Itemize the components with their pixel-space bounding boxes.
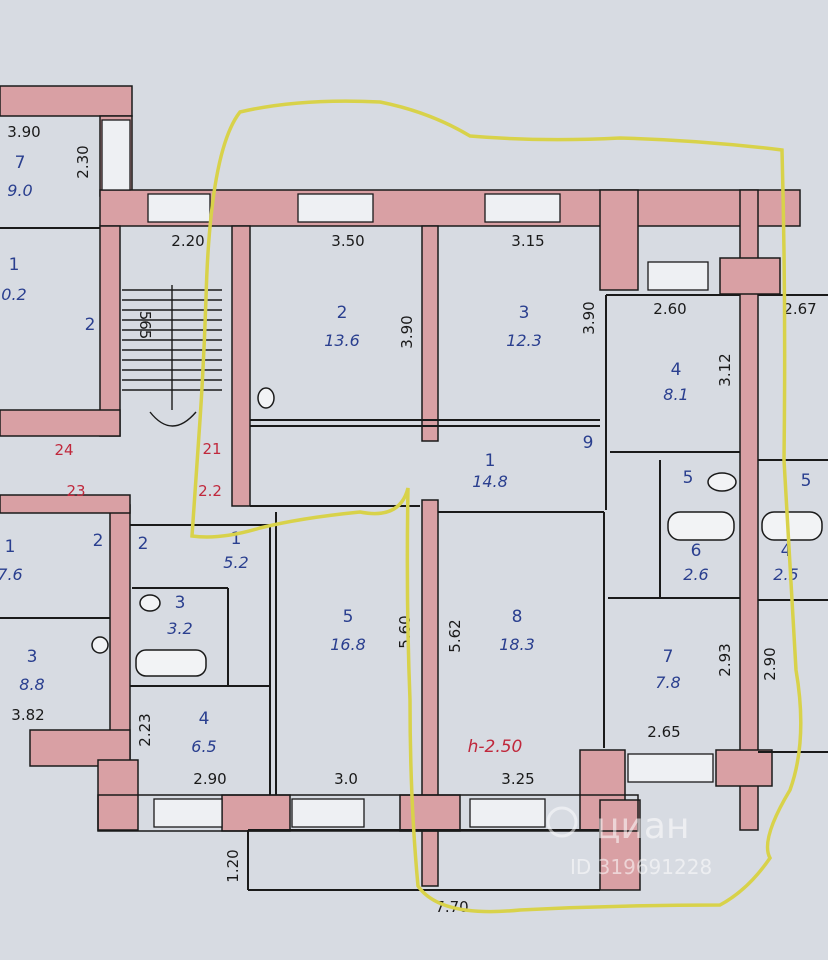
- walls: [0, 85, 801, 891]
- mid-room-1-number: 1: [231, 529, 242, 549]
- left-room-2b-number: 2: [93, 531, 104, 551]
- mark-2-2: 2.2: [198, 482, 222, 500]
- room-1-area: 14.8: [472, 472, 508, 491]
- sink-icon-2: [91, 636, 109, 654]
- dim-2-67: 2.67: [783, 300, 816, 318]
- room-5-number: 5: [343, 607, 354, 627]
- mark-24: 24: [54, 441, 73, 459]
- mark-21: 21: [202, 440, 221, 458]
- dim-2-65: 2.65: [647, 723, 680, 741]
- room-8-number: 8: [512, 607, 523, 627]
- room-2-number: 2: [337, 303, 348, 323]
- room-7-area: 7.8: [655, 673, 680, 692]
- windows: [101, 119, 714, 828]
- room-1-number: 1: [485, 451, 496, 471]
- right-room-4-number: 4: [781, 541, 792, 561]
- dim-3-82: 3.82: [11, 706, 44, 724]
- left-room-7-number: 7: [15, 153, 26, 173]
- watermark-brand: циан: [596, 806, 690, 847]
- room-3-number: 3: [519, 303, 530, 323]
- room-6-number: 6: [691, 541, 702, 561]
- dim-2-30: 2.30: [74, 145, 92, 178]
- left-room-1-number: 1: [9, 255, 20, 275]
- dim-565: 565: [136, 311, 154, 340]
- mid-room-1-area: 5.2: [223, 553, 248, 572]
- mid-room-2-number: 2: [138, 534, 149, 554]
- dim-3-90-left: 3.90: [7, 123, 40, 141]
- room-5-bath-number: 5: [683, 468, 694, 488]
- dim-2-90-right: 2.90: [761, 647, 779, 680]
- dim-1-20: 1.20: [224, 849, 242, 882]
- dim-3-25: 3.25: [501, 770, 534, 788]
- room-6-area: 2.6: [683, 565, 708, 584]
- dim-2-20: 2.20: [171, 232, 204, 250]
- room-8-area: 18.3: [499, 635, 535, 654]
- dim-5-60: 5.60: [396, 615, 414, 648]
- left-room-1b-area: 7.6: [0, 565, 23, 584]
- dim-2-90: 2.90: [193, 770, 226, 788]
- dim-3-50: 3.50: [331, 232, 364, 250]
- room-9-number: 9: [583, 433, 594, 453]
- watermark-logo-icon: [546, 806, 578, 838]
- room-labels: 2 13.6 3 12.3 4 8.1 1 14.8 5 6 2.6 5 16.…: [0, 153, 811, 756]
- mid-room-4-area: 6.5: [191, 737, 216, 756]
- room-4-number: 4: [671, 360, 682, 380]
- mid-room-3-number: 3: [175, 593, 186, 613]
- dim-3-90-a: 3.90: [398, 315, 416, 348]
- bathtub-icon-2: [761, 511, 823, 541]
- sink-icon: [257, 387, 275, 409]
- room-4-area: 8.1: [663, 385, 688, 404]
- left-room-1-area: 0.2: [1, 285, 26, 304]
- fixtures: [91, 387, 823, 677]
- dim-3-15: 3.15: [511, 232, 544, 250]
- mark-23: 23: [66, 482, 85, 500]
- highlight-outline: [190, 99, 803, 914]
- room-5-area: 16.8: [330, 635, 366, 654]
- right-room-4-area: 2.5: [773, 565, 798, 584]
- left-room-3-area: 8.8: [19, 675, 44, 694]
- left-room-1b-number: 1: [5, 537, 16, 557]
- right-room-5-number: 5: [801, 471, 812, 491]
- dim-2-23: 2.23: [136, 713, 154, 746]
- red-marks: 24 23 21 2.2 h-2.50: [54, 440, 522, 757]
- ceiling-height: h-2.50: [468, 737, 523, 757]
- dim-2-93: 2.93: [716, 643, 734, 676]
- dim-3-0: 3.0: [334, 770, 358, 788]
- bathtub-icon: [667, 511, 735, 541]
- mid-room-3-area: 3.2: [167, 619, 192, 638]
- left-room-2-number: 2: [85, 315, 96, 335]
- room-2-area: 13.6: [324, 331, 360, 350]
- dim-2-60: 2.60: [653, 300, 686, 318]
- room-7-number: 7: [663, 647, 674, 667]
- bathtub-icon-3: [135, 649, 207, 677]
- mid-room-4-number: 4: [199, 709, 210, 729]
- dim-3-90-b: 3.90: [580, 301, 598, 334]
- partitions: [0, 227, 828, 891]
- dim-3-12: 3.12: [716, 353, 734, 386]
- left-room-7-area: 9.0: [7, 181, 32, 200]
- left-room-3-number: 3: [27, 647, 38, 667]
- toilet-icon: [707, 472, 737, 492]
- watermark-id: ID 319691228: [570, 855, 712, 879]
- watermark: циан ID 319691228: [546, 806, 712, 879]
- room-3-area: 12.3: [506, 331, 542, 350]
- dim-5-62: 5.62: [446, 619, 464, 652]
- toilet-icon-2: [139, 594, 161, 612]
